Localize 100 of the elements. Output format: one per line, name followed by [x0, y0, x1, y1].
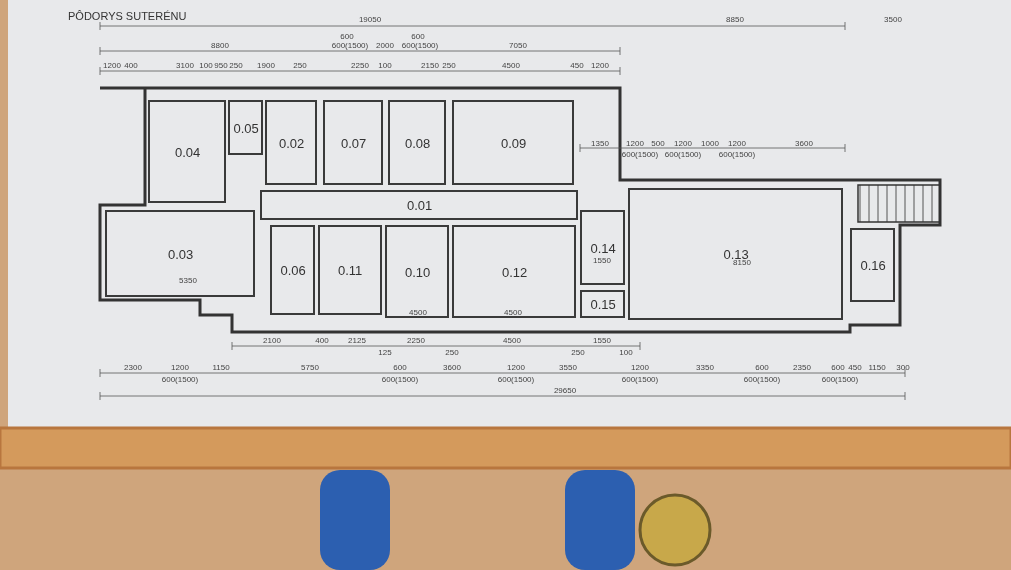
- dimension-label: 250: [571, 348, 585, 357]
- dimension-label: 19050: [358, 15, 382, 24]
- dimension-label: 4500: [409, 308, 427, 317]
- dimension-label: 600(1500): [161, 375, 199, 384]
- room-outline: [323, 100, 383, 185]
- dimension-label: 600(1500): [401, 41, 439, 50]
- room-number: 0.07: [341, 135, 367, 151]
- dimension-label: 8150: [733, 258, 751, 267]
- room-outline: [580, 210, 625, 285]
- dimension-label: 500: [651, 139, 665, 148]
- room-outline: [148, 100, 226, 203]
- dimension-label: 950: [214, 61, 228, 70]
- dimension-label: 450: [570, 61, 584, 70]
- room-outline: [580, 290, 625, 318]
- dimension-label: 29650: [553, 386, 577, 395]
- room-number: 0.06: [280, 263, 306, 278]
- dimension-label: 7050: [509, 41, 527, 50]
- dimension-label: 2350: [793, 363, 811, 372]
- room-outline: [260, 190, 578, 220]
- dimension-label: 8850: [726, 15, 744, 24]
- plan-title: PÔDORYS SUTERÉNU: [68, 10, 187, 22]
- room-number: 0.14: [590, 240, 616, 256]
- dimension-label: 1550: [593, 256, 611, 265]
- dimension-label: 600(1500): [664, 150, 702, 159]
- dimension-label: 1200: [674, 139, 692, 148]
- dimension-label: 600(1500): [718, 150, 756, 159]
- room-number: 0.05: [233, 120, 259, 136]
- room-number: 0.03: [168, 246, 194, 262]
- dimension-label: 8800: [211, 41, 229, 50]
- room-outline: [265, 100, 317, 185]
- dimension-label: 2125: [348, 336, 366, 345]
- room-outline: [452, 100, 574, 185]
- room-outline: [385, 225, 449, 318]
- room-number: 0.09: [501, 135, 527, 151]
- room-outline: [628, 188, 843, 320]
- dimension-label: 400: [124, 61, 138, 70]
- dimension-label: 1900: [257, 61, 275, 70]
- dimension-label: 600: [340, 32, 354, 41]
- dimension-label: 1200: [631, 363, 649, 372]
- dimension-label: 5350: [179, 276, 197, 285]
- dimension-label: 450: [848, 363, 862, 372]
- dimension-label: 1150: [212, 363, 230, 372]
- dimension-label: 600: [831, 363, 845, 372]
- dimension-label: 4500: [504, 308, 522, 317]
- dimension-label: 100: [199, 61, 213, 70]
- dimension-label: 1550: [593, 336, 611, 345]
- room-number: 0.01: [407, 198, 433, 213]
- room-outline: [228, 100, 263, 155]
- dimension-label: 600(1500): [743, 375, 781, 384]
- dimension-label: 600: [393, 363, 407, 372]
- room-number: 0.15: [590, 297, 616, 312]
- room-number: 0.08: [405, 135, 431, 151]
- dimension-label: 1200: [103, 61, 121, 70]
- dimension-label: 600(1500): [821, 375, 859, 384]
- dimension-label: 100: [378, 61, 392, 70]
- dimension-label: 250: [229, 61, 243, 70]
- dimension-label: 125: [378, 348, 392, 357]
- dimension-label: 300: [896, 363, 910, 372]
- dimension-label: 250: [445, 348, 459, 357]
- dimension-label: 400: [315, 336, 329, 345]
- dimension-label: 600(1500): [621, 150, 659, 159]
- dimension-label: 3500: [884, 15, 902, 24]
- dimension-label: 250: [293, 61, 307, 70]
- dimension-label: 100: [619, 348, 633, 357]
- dimension-label: 3550: [559, 363, 577, 372]
- dimension-label: 4500: [503, 336, 521, 345]
- dimension-label: 2150: [421, 61, 439, 70]
- room-outline: [270, 225, 315, 315]
- room-outline: [318, 225, 382, 315]
- dimension-label: 1200: [626, 139, 644, 148]
- dimension-label: 4500: [502, 61, 520, 70]
- room-number: 0.11: [338, 263, 363, 278]
- dimension-label: 5750: [301, 363, 319, 372]
- dimension-label: 1200: [171, 363, 189, 372]
- dimension-label: 2250: [407, 336, 425, 345]
- room-number: 0.16: [860, 258, 886, 273]
- dimension-label: 1200: [507, 363, 525, 372]
- dimension-label: 3600: [443, 363, 461, 372]
- dimension-label: 1350: [591, 139, 609, 148]
- dimension-label: 1150: [868, 363, 886, 372]
- room-outline: [388, 100, 446, 185]
- dimension-label: 1200: [728, 139, 746, 148]
- dimension-label: 250: [442, 61, 456, 70]
- dimension-label: 2100: [263, 336, 281, 345]
- dimension-label: 2000: [376, 41, 394, 50]
- dimension-label: 1000: [701, 139, 719, 148]
- room-outline: [850, 228, 895, 302]
- room-number: 0.10: [405, 264, 431, 280]
- dimension-label: 3100: [176, 61, 194, 70]
- dimension-label: 600: [755, 363, 769, 372]
- dimension-label: 600(1500): [621, 375, 659, 384]
- dimension-label: 3600: [795, 139, 813, 148]
- dimension-label: 600: [411, 32, 425, 41]
- room-outline: [452, 225, 576, 318]
- room-number: 0.04: [175, 144, 201, 160]
- dimension-label: 600(1500): [381, 375, 419, 384]
- dimension-label: 3350: [696, 363, 714, 372]
- dimension-label: 1200: [591, 61, 609, 70]
- room-number: 0.02: [279, 135, 305, 151]
- room-outline: [105, 210, 255, 297]
